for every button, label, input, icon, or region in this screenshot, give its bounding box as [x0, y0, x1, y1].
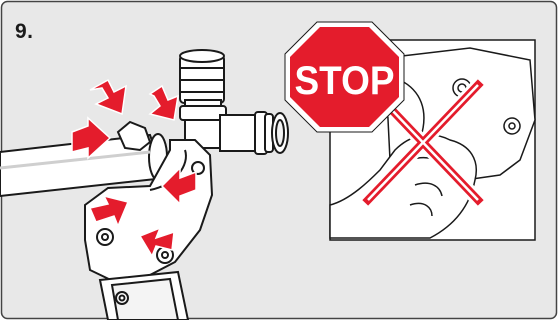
stop-sign-text: STOP	[295, 59, 395, 103]
stop-sign-icon: STOP	[285, 22, 404, 132]
step-number: 9.	[15, 20, 34, 44]
